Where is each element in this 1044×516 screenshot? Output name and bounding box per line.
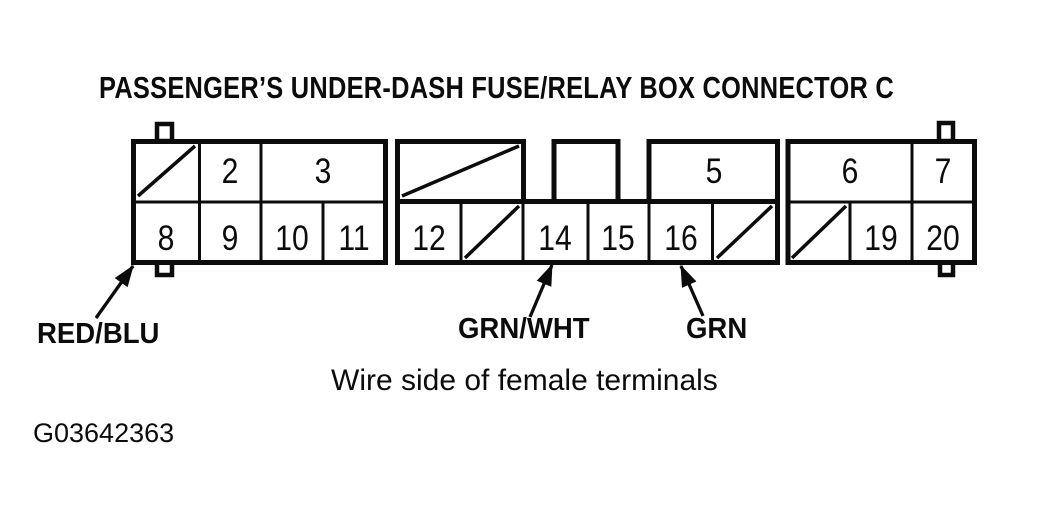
crossed-cell-diagonal xyxy=(401,144,520,198)
wire-label-red-blu: RED/BLU xyxy=(37,318,160,350)
crossed-cell-diagonal xyxy=(790,204,848,260)
pin-number-14: 14 xyxy=(538,218,571,258)
crossed-cell-diagonal xyxy=(136,144,197,198)
crossed-cell-diagonal xyxy=(715,204,774,260)
pin-number-12: 12 xyxy=(412,218,445,258)
mount-tab xyxy=(154,121,175,144)
pin-number-8: 8 xyxy=(158,218,175,258)
pin-number-20: 20 xyxy=(926,218,959,258)
wire-label-grn: GRN xyxy=(686,313,748,345)
figure-title: PASSENGER’S UNDER-DASH FUSE/RELAY BOX CO… xyxy=(99,70,895,105)
wire-arrow-grn-wht xyxy=(528,263,554,318)
pin-number-6: 6 xyxy=(842,151,859,191)
pin-number-9: 9 xyxy=(222,218,239,258)
crossed-cell-diagonal xyxy=(463,204,521,260)
connector-block-outline xyxy=(551,139,621,204)
wire-label-grn-wht: GRN/WHT xyxy=(458,313,590,345)
pin-number-5: 5 xyxy=(706,151,723,191)
pin-number-2: 2 xyxy=(222,151,239,191)
pin-number-10: 10 xyxy=(275,218,308,258)
wire-arrow-red-blu xyxy=(94,264,135,319)
caption-wire-side: Wire side of female terminals xyxy=(331,364,718,397)
pin-number-19: 19 xyxy=(864,218,897,258)
figure-id: G03642363 xyxy=(33,418,175,448)
mount-tab xyxy=(936,120,956,144)
pin-number-7: 7 xyxy=(935,151,952,191)
pin-number-15: 15 xyxy=(601,218,634,258)
pin-number-16: 16 xyxy=(664,218,697,258)
pin-number-11: 11 xyxy=(338,218,369,258)
pin-number-3: 3 xyxy=(315,151,332,191)
wire-arrow-grn xyxy=(679,264,705,317)
